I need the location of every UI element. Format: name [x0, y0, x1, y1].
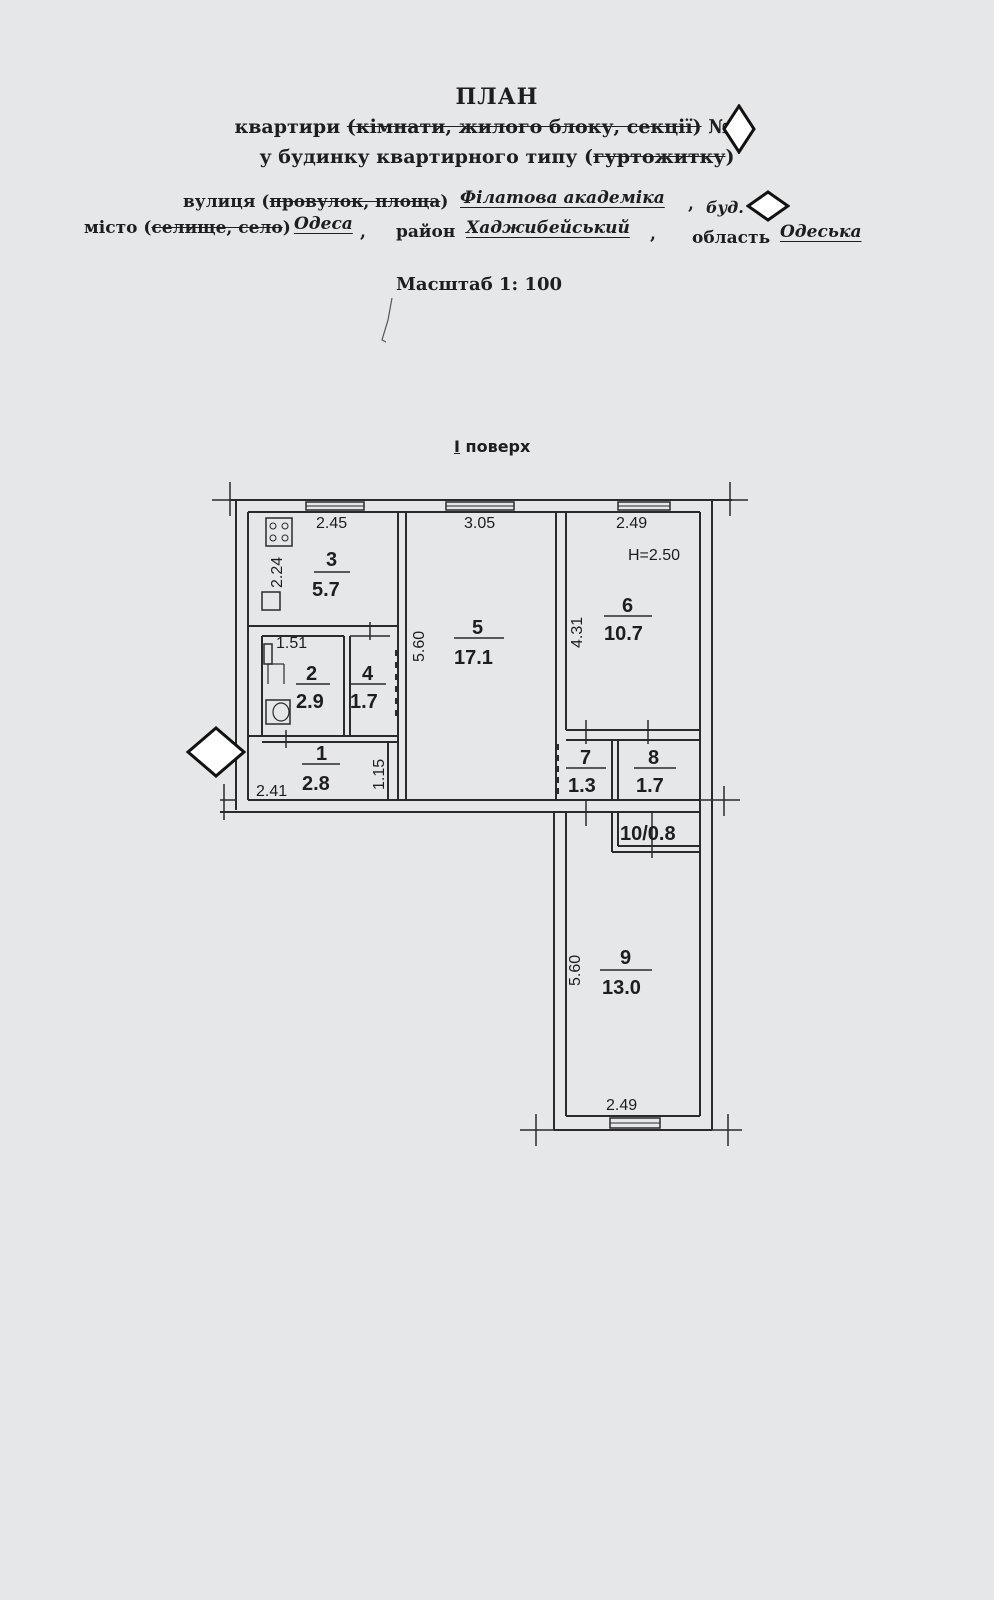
- room-1-area: 2.8: [302, 773, 330, 795]
- room-3-number: 3: [326, 549, 337, 571]
- dim-bath-width: 1.51: [276, 635, 307, 652]
- redaction-diamond-apartment: [722, 104, 756, 154]
- region-value: Одеська: [780, 222, 862, 242]
- dim-room6-width: 2.49: [616, 515, 647, 532]
- room-4-area: 1.7: [350, 691, 378, 713]
- dim-kitchen-depth: 2.24: [269, 557, 286, 588]
- room-2-area: 2.9: [296, 691, 324, 713]
- floor-label: I поверх: [454, 437, 531, 456]
- room-6-area: 10.7: [604, 623, 643, 645]
- pen-mark: [381, 297, 393, 343]
- room-5-area: 17.1: [454, 647, 493, 669]
- room-4-number: 4: [362, 663, 374, 685]
- room-5-number: 5: [472, 617, 483, 639]
- dim-room9-depth: 5.60: [567, 955, 584, 986]
- scale-label: Масштаб 1: 100: [396, 274, 562, 295]
- redaction-diamond-plan: [185, 726, 247, 778]
- dim-room6-depth: 4.31: [569, 617, 586, 648]
- dim-hall-width: 2.41: [256, 783, 287, 800]
- building-type-suffix: ): [725, 146, 735, 168]
- ceiling-height: H=2.50: [628, 547, 680, 564]
- dim-hall-depth: 1.15: [371, 759, 388, 790]
- city-value: Одеса: [294, 214, 353, 234]
- dim-room9-width: 2.49: [606, 1097, 637, 1114]
- room-3-area: 5.7: [312, 579, 340, 601]
- room-8-number: 8: [648, 747, 659, 769]
- room-6-number: 6: [622, 595, 633, 617]
- room-7-number: 7: [580, 747, 591, 769]
- building-type-line: у будинку квартирного типу (гуртожитку): [0, 146, 994, 168]
- dim-kitchen-width: 2.45: [316, 515, 347, 532]
- apartment-struck-text: (кімнати, жилого блоку, секції): [346, 116, 702, 138]
- district-label: район: [396, 222, 456, 242]
- building-type-prefix: у будинку квартирного типу (: [259, 146, 594, 168]
- room-7-area: 1.3: [568, 775, 596, 797]
- building-label: буд.: [706, 198, 744, 217]
- room-8-area: 1.7: [636, 775, 664, 797]
- room-10-label: 10/0.8: [620, 823, 676, 845]
- street-value: Філатова академіка: [460, 188, 665, 208]
- room-1-number: 1: [316, 743, 327, 765]
- region-label: область: [692, 228, 771, 248]
- district-comma: ,: [650, 224, 656, 244]
- dim-room5-depth: 5.60: [411, 631, 428, 662]
- city-label: місто (селище, село): [84, 218, 291, 238]
- plan-title: ПЛАН: [455, 84, 539, 110]
- apartment-line: квартири (кімнати, жилого блоку, секції)…: [0, 116, 994, 138]
- room-9-area: 13.0: [602, 977, 641, 999]
- district-value: Хаджибейський: [466, 218, 630, 238]
- apartment-number-sign: №: [708, 116, 729, 138]
- apartment-prefix: квартири: [234, 116, 341, 138]
- room-2-number: 2: [306, 663, 317, 685]
- building-type-struck: гуртожитку: [593, 146, 726, 168]
- street-comma: ,: [688, 194, 694, 214]
- dim-room5-width: 3.05: [464, 515, 495, 532]
- room-9-number: 9: [620, 947, 631, 969]
- redaction-diamond-building: [746, 190, 790, 222]
- city-comma: ,: [360, 222, 366, 242]
- street-label: вулиця (провулок, площа): [183, 192, 449, 212]
